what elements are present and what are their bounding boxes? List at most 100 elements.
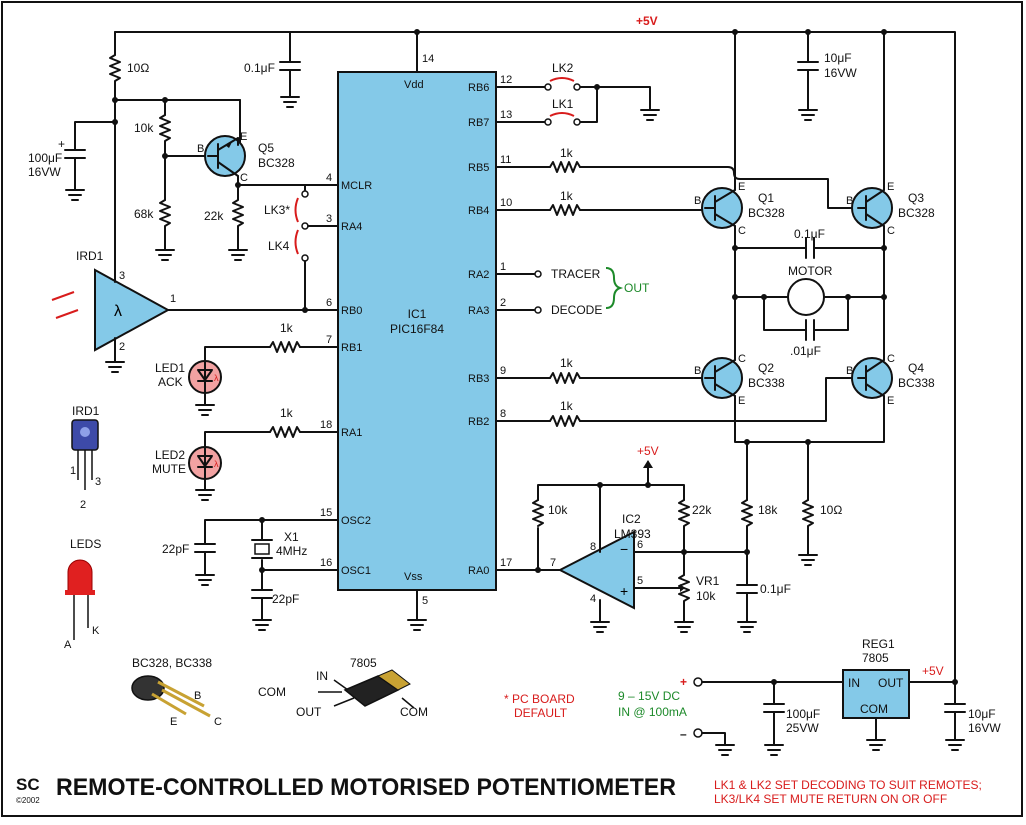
q4-label: Q4 [908, 361, 924, 375]
bc-b: B [194, 690, 201, 702]
capacitor-01uf-top [279, 31, 301, 98]
r-1k-rb3-label: 1k [560, 356, 574, 370]
ird-pin2: 2 [80, 499, 86, 511]
copyright: ©2002 [16, 796, 40, 805]
junction [302, 307, 308, 313]
wire [304, 225, 339, 311]
reg-out-5v: +5V [922, 664, 944, 678]
ground-symbol [155, 249, 175, 261]
q2-b: B [694, 365, 701, 377]
c-100u25-label: 100μF [786, 707, 820, 721]
reg-com: COM [860, 702, 888, 716]
ground-symbol [195, 574, 215, 586]
pin-num: 3 [119, 270, 125, 282]
junction [112, 97, 118, 103]
lk2-post [544, 83, 552, 91]
junction [881, 294, 887, 300]
ground-symbol [640, 109, 660, 121]
bridge-capacitors [805, 237, 815, 341]
pin-num: 2 [500, 297, 506, 309]
dc-plus-terminal [693, 677, 703, 687]
pin-label: OSC1 [341, 565, 371, 577]
dc-in-line2: IN @ 100mA [618, 705, 687, 719]
q1-c: C [738, 225, 746, 237]
pin-num: 8 [590, 541, 596, 553]
led2-symbol [197, 446, 213, 480]
reg1-part: 7805 [862, 651, 889, 665]
c-100u25-volt: 25VW [786, 721, 819, 735]
pin-num: 3 [326, 213, 332, 225]
ground-symbol [228, 249, 248, 261]
pin-num: 17 [500, 557, 512, 569]
lk3-jumper[interactable] [294, 197, 299, 223]
r-68k-label: 68k [134, 207, 154, 221]
resistor-1k-rb3 [549, 372, 581, 384]
ird-pin1: 1 [70, 465, 76, 477]
junction [645, 482, 651, 488]
q2-leads [704, 359, 736, 397]
transistor-q5 [204, 135, 246, 177]
q5-part: BC328 [258, 156, 295, 170]
pin-num: 6 [326, 297, 332, 309]
c-10u-top-volt: 16VW [824, 66, 857, 80]
resistor-10ohm-top [109, 54, 121, 101]
reg-pointer-right [401, 697, 415, 709]
link-wires [495, 86, 651, 123]
c-01-bot-label: 0.1μF [760, 582, 791, 596]
capacitor-22pf-a [194, 543, 216, 576]
q4-part: BC338 [898, 376, 935, 390]
q2-part: BC338 [748, 376, 785, 390]
tracer-terminal [534, 270, 542, 278]
junction [761, 294, 767, 300]
resistor-68k [159, 199, 171, 251]
lk4-jumper[interactable] [294, 229, 299, 255]
pin-label: Vss [404, 571, 423, 583]
pin-label: RA1 [341, 427, 362, 439]
note-line-1: LK1 & LK2 SET DECODING TO SUIT REMOTES; [714, 778, 982, 792]
c-01-motor-label: .01μF [790, 344, 821, 358]
led-rim [65, 590, 95, 595]
junction [805, 29, 811, 35]
resistor-18k [741, 499, 753, 586]
led2-label: LED2 [155, 448, 185, 462]
pin-num: 5 [422, 595, 428, 607]
pin-num: 4 [590, 593, 596, 605]
pin-label: RB3 [468, 373, 489, 385]
pin-num: 18 [320, 419, 332, 431]
ground-symbol [798, 109, 818, 121]
q3-leads [857, 189, 885, 227]
junction [162, 153, 168, 159]
pin-num: 13 [500, 109, 512, 121]
dc-plus: + [680, 675, 687, 689]
pin-label: Vdd [404, 79, 424, 91]
resistor-10k-ic2 [532, 499, 544, 527]
led1-sub: ACK [158, 375, 183, 389]
vr1-val: 10k [696, 589, 716, 603]
reg-pointers [318, 679, 355, 707]
resistor-1k-ra1 [269, 426, 301, 438]
vr1-trimpot[interactable] [678, 574, 690, 623]
x1-label: X1 [284, 530, 299, 544]
q2-label: Q2 [758, 361, 774, 375]
pin-num: 11 [500, 154, 511, 166]
ird-pin3: 3 [95, 476, 101, 488]
decode-label: DECODE [551, 303, 602, 317]
lk1-jumper[interactable] [549, 112, 575, 117]
reg-wires [875, 681, 956, 741]
pin-label: RB7 [468, 117, 489, 129]
junction [594, 84, 600, 90]
junction [881, 245, 887, 251]
wire [204, 431, 339, 448]
ic1-pic16f84 [337, 71, 497, 591]
lk2-jumper[interactable] [549, 77, 575, 82]
q5-b: B [197, 143, 204, 155]
ic2-lm393 [557, 530, 635, 610]
r-18k-label: 18k [758, 503, 778, 517]
pin-label: RA4 [341, 221, 362, 233]
pin-num: 6 [637, 539, 643, 551]
pin-label: RA0 [468, 565, 489, 577]
pin-label: OSC2 [341, 515, 371, 527]
pinout-leds-title: LEDS [70, 537, 101, 551]
pin-label: RB5 [468, 162, 489, 174]
q2-e: E [738, 395, 745, 407]
